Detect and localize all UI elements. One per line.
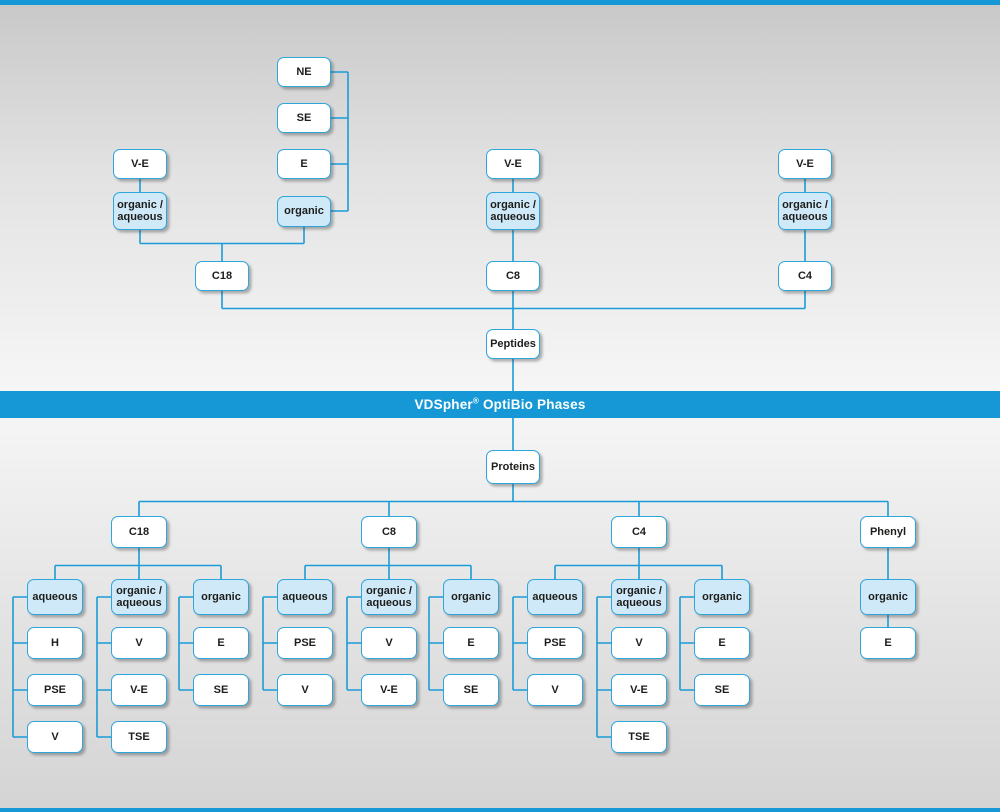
node-c18-orgaq-tse: TSE: [111, 721, 167, 753]
node-c18-orgaq-v: V: [111, 627, 167, 659]
node-c8-aqueous: aqueous: [277, 579, 333, 615]
node-c4-aqueous-v: V: [527, 674, 583, 706]
node-c18: C18: [111, 516, 167, 548]
node-c8-organic-se: SE: [443, 674, 499, 706]
node-mode-c8-top: organic / aqueous: [486, 192, 540, 230]
node-phenyl-organic-e: E: [860, 627, 916, 659]
node-c8-aqueous-pse: PSE: [277, 627, 333, 659]
node-c18-top: C18: [195, 261, 249, 291]
node-c8-organic-e: E: [443, 627, 499, 659]
node-c8-organic: organic: [443, 579, 499, 615]
node-c18-aqueous: aqueous: [27, 579, 83, 615]
node-c4-orgaq-tse: TSE: [611, 721, 667, 753]
node-c4-aqueous: aqueous: [527, 579, 583, 615]
node-ve-c4-top: V-E: [778, 149, 832, 179]
node-c4-orgaq-v: V: [611, 627, 667, 659]
node-c4-organic-e: E: [694, 627, 750, 659]
node-ve-c18-top: V-E: [113, 149, 167, 179]
node-c18-orgaq: organic / aqueous: [111, 579, 167, 615]
bottom-accent-bar: [0, 808, 1000, 812]
node-c4-organic: organic: [694, 579, 750, 615]
node-c8: C8: [361, 516, 417, 548]
node-phenyl: Phenyl: [860, 516, 916, 548]
banner-title: VDSpher® OptiBio Phases: [414, 396, 586, 412]
banner: VDSpher® OptiBio Phases: [0, 391, 1000, 418]
node-c8-top: C8: [486, 261, 540, 291]
node-e-top: E: [277, 149, 331, 179]
node-se-top: SE: [277, 103, 331, 133]
node-c18-orgaq-ve: V-E: [111, 674, 167, 706]
node-mode-c18-top: organic / aqueous: [113, 192, 167, 230]
node-c18-aqueous-h: H: [27, 627, 83, 659]
node-c8-aqueous-v: V: [277, 674, 333, 706]
node-ne: NE: [277, 57, 331, 87]
node-c18-organic: organic: [193, 579, 249, 615]
node-c4-organic-se: SE: [694, 674, 750, 706]
node-organic-top: organic: [277, 196, 331, 227]
node-c18-aqueous-v: V: [27, 721, 83, 753]
node-c18-organic-se: SE: [193, 674, 249, 706]
node-proteins: Proteins: [486, 450, 540, 484]
node-mode-c4-top: organic / aqueous: [778, 192, 832, 230]
node-c4-top: C4: [778, 261, 832, 291]
top-accent-bar: [0, 0, 1000, 5]
node-c18-organic-e: E: [193, 627, 249, 659]
node-c8-orgaq: organic / aqueous: [361, 579, 417, 615]
node-c8-orgaq-v: V: [361, 627, 417, 659]
node-c4: C4: [611, 516, 667, 548]
node-c18-aqueous-pse: PSE: [27, 674, 83, 706]
node-ve-c8-top: V-E: [486, 149, 540, 179]
node-c4-aqueous-pse: PSE: [527, 627, 583, 659]
registered-mark: ®: [472, 396, 479, 406]
node-c8-orgaq-ve: V-E: [361, 674, 417, 706]
node-c4-orgaq: organic / aqueous: [611, 579, 667, 615]
node-c4-orgaq-ve: V-E: [611, 674, 667, 706]
node-peptides: Peptides: [486, 329, 540, 359]
node-phenyl-organic: organic: [860, 579, 916, 615]
